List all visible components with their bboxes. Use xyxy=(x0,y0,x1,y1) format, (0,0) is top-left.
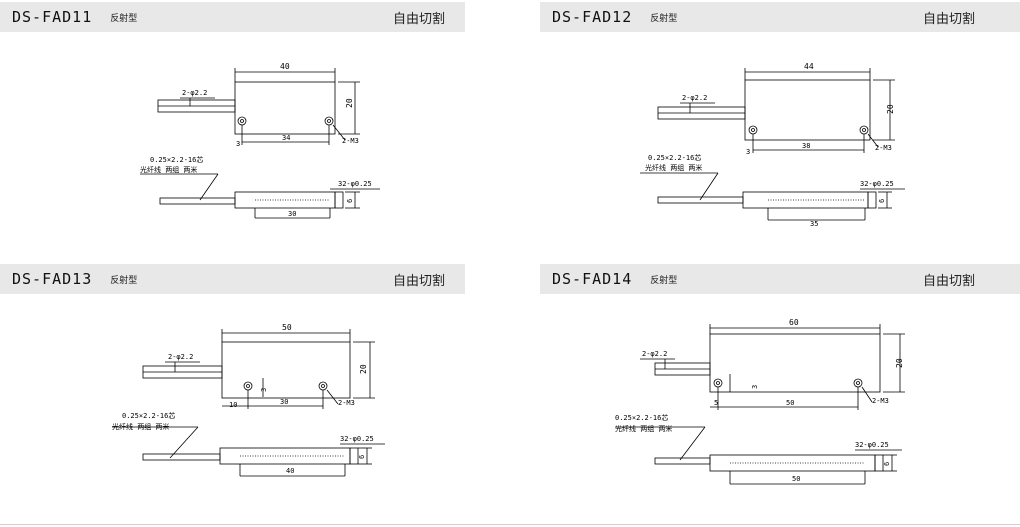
dim-edge: 3 xyxy=(236,140,240,148)
core-label: 0.25×2.2-16芯 xyxy=(648,153,701,162)
dim-edge: 5 xyxy=(714,399,718,407)
sensor-type: 反射型 xyxy=(650,275,678,286)
dim-width: 50 xyxy=(282,323,292,332)
cut-mode: 自由切割 xyxy=(392,11,445,27)
dim-hole-span: 30 xyxy=(280,398,288,406)
product-code: DS-FAD13 xyxy=(12,270,93,288)
product-code: DS-FAD14 xyxy=(552,270,633,288)
pitch-label: 32-φ0.25 xyxy=(860,180,894,188)
pitch-label: 32-φ0.25 xyxy=(338,180,372,188)
dim-height: 20 xyxy=(886,104,895,114)
dim-hole-offset: 3 xyxy=(751,385,759,389)
dim-width: 40 xyxy=(280,62,290,71)
cable-label: 光纤线 两组 两米 xyxy=(140,165,197,174)
cut-mode: 自由切割 xyxy=(922,11,975,27)
sensor-type: 反射型 xyxy=(110,275,138,286)
core-label: 0.25×2.2-16芯 xyxy=(615,413,668,422)
technical-drawing: 40 20 2-φ2.2 34 3 2-M3 0.25×2.2-16芯 光纤线 … xyxy=(140,62,380,219)
product-header: DS-FAD13 反射型 自由切割 xyxy=(0,264,465,294)
pitch-label: 32-φ0.25 xyxy=(855,441,889,449)
product-header: DS-FAD11 反射型 自由切割 xyxy=(0,2,465,32)
dim-height: 20 xyxy=(345,98,354,108)
cut-mode: 自由切割 xyxy=(922,273,975,289)
dim-thick: 6 xyxy=(883,462,891,466)
dim-width: 44 xyxy=(804,62,814,71)
product-header: DS-FAD14 反射型 自由切割 xyxy=(540,264,1020,294)
dim-height: 20 xyxy=(895,358,904,368)
fiber-dia-label: 2-φ2.2 xyxy=(642,350,667,358)
dim-hole-offset: 3 xyxy=(260,388,268,392)
dim-height: 20 xyxy=(359,364,368,374)
cut-mode: 自由切割 xyxy=(392,273,445,289)
sensor-type: 反射型 xyxy=(650,13,678,24)
dim-thick: 6 xyxy=(358,455,366,459)
fiber-dia-label: 2-φ2.2 xyxy=(682,94,707,102)
technical-drawing: 50 20 2-φ2.2 3 30 10 2-M3 0.25×2.2-16芯 光… xyxy=(112,323,385,477)
dim-thick: 6 xyxy=(878,199,886,203)
product-panel-fad11: DS-FAD11 反射型 自由切割 xyxy=(0,0,505,262)
footer-divider xyxy=(0,524,1020,525)
product-code: DS-FAD11 xyxy=(12,8,93,26)
fiber-dia-label: 2-φ2.2 xyxy=(182,89,207,97)
pitch-label: 32-φ0.25 xyxy=(340,435,374,443)
dim-thick: 6 xyxy=(346,199,354,203)
product-code: DS-FAD12 xyxy=(552,8,633,26)
dim-body-len: 40 xyxy=(286,467,294,475)
dim-body-len: 35 xyxy=(810,220,818,228)
screw-label: 2-M3 xyxy=(342,137,359,145)
core-label: 0.25×2.2-16芯 xyxy=(150,155,203,164)
dim-body-len: 50 xyxy=(792,475,800,483)
cable-label: 光纤线 两组 两米 xyxy=(645,163,702,172)
screw-label: 2-M3 xyxy=(338,399,355,407)
sensor-type: 反射型 xyxy=(110,13,138,24)
cable-label: 光纤线 两组 两米 xyxy=(615,424,672,433)
fiber-dia-label: 2-φ2.2 xyxy=(168,353,193,361)
technical-drawing: 60 20 2-φ2.2 3 50 5 2-M3 0.25×2.2-16芯 光纤… xyxy=(615,318,905,485)
technical-drawing: 44 20 2-φ2.2 38 3 2-M3 0.25×2.2-16芯 光纤线 … xyxy=(640,62,905,228)
dim-edge: 3 xyxy=(746,148,750,156)
dim-hole-span: 50 xyxy=(786,399,794,407)
screw-label: 2-M3 xyxy=(872,397,889,405)
dim-hole-span: 34 xyxy=(282,134,290,142)
dim-body-len: 30 xyxy=(288,210,296,218)
screw-label: 2-M3 xyxy=(875,144,892,152)
dim-width: 60 xyxy=(789,318,799,327)
product-panel-fad13: DS-FAD13 反射型 自由切割 xyxy=(0,262,505,524)
dim-edge: 10 xyxy=(229,401,237,409)
dim-hole-span: 38 xyxy=(802,142,810,150)
core-label: 0.25×2.2-16芯 xyxy=(122,411,175,420)
product-panel-fad14: DS-FAD14 反射型 自由切割 xyxy=(540,262,1020,524)
cable-label: 光纤线 两组 两米 xyxy=(112,422,169,431)
product-header: DS-FAD12 反射型 自由切割 xyxy=(540,2,1020,32)
product-panel-fad12: DS-FAD12 反射型 自由切割 xyxy=(540,0,1020,262)
